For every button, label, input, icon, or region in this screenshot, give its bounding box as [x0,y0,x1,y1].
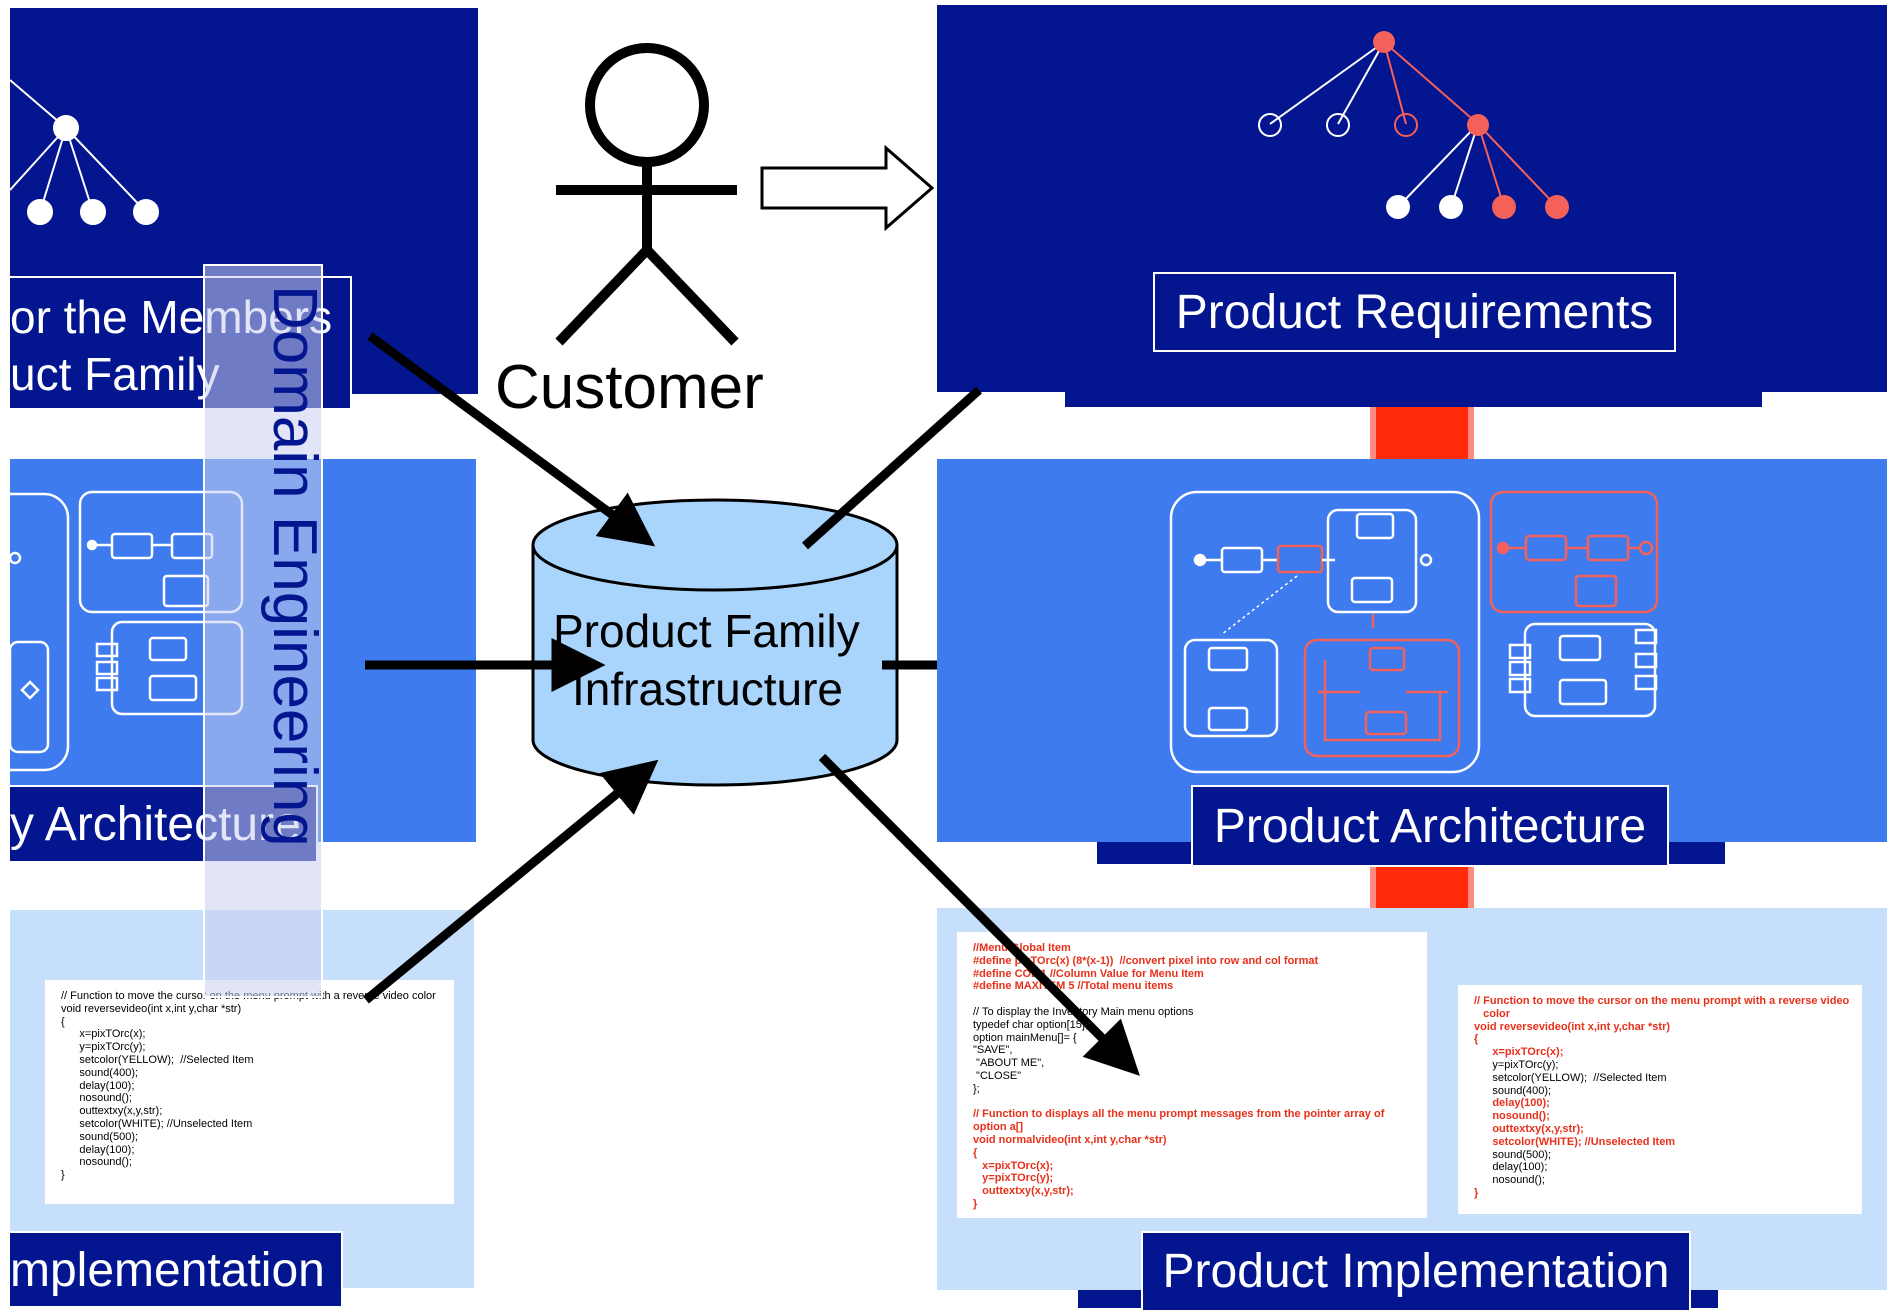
code-line: } [61,1169,65,1182]
code-line: void reversevideo(int x,int y,char *str) [61,1002,242,1015]
code-line: setcolor(WHITE); //Unselected Item [61,1117,253,1130]
code-line: x=pixTOrc(x); [973,1159,1054,1172]
code-line: // To display the Inventory Main menu op… [973,1005,1194,1018]
code-line: { [973,1146,978,1159]
code-line: outtextxy(x,y,str); [1474,1122,1584,1135]
domain-engineering-label: Domain Engineering [204,265,329,997]
code-line: setcolor(YELLOW); //Selected Item [61,1053,254,1066]
code-line: delay(100); [61,1079,135,1092]
code-line: }; [973,1082,980,1095]
code-line: x=pixTOrc(x); [61,1028,146,1041]
code-line: "SAVE", [973,1044,1013,1057]
product-implementation-label: Product Implementation [1141,1231,1691,1312]
code-line: nosound(); [1474,1174,1545,1187]
code-line: "ABOUT ME", [973,1057,1045,1070]
product-architecture-panel [937,459,1887,842]
product-architecture-drawing [1169,490,1659,774]
code-line: color [1474,1007,1511,1020]
code-line: sound(500); [1474,1148,1552,1161]
product-code-snippet-2: // Function to move the cursor on the me… [1458,985,1862,1214]
code-line: outtextxy(x,y,str); [973,1185,1074,1198]
code-line: x=pixTOrc(x); [1474,1046,1564,1059]
code-line: } [1474,1186,1479,1199]
code-line: delay(100); [61,1143,135,1156]
code-line: { [61,1015,65,1028]
code-line: sound(500); [61,1130,139,1143]
code-line: nosound(); [61,1092,132,1105]
infrastructure-label-line2: Infrastructure [572,663,843,715]
code-line: sound(400); [61,1066,139,1079]
code-line: void reversevideo(int x,int y,char *str) [1474,1020,1671,1033]
code-line: #define COL 1 //Column Value for Menu It… [973,967,1204,980]
arrow-infrastructure-to-implementation [818,753,1140,1076]
product-requirements-tree [1258,31,1569,219]
code-line: setcolor(WHITE); //Unselected Item [1474,1135,1676,1148]
black-arrows [363,332,1140,1076]
product-code-snippet-1: //Menu Global Item#define pixTOrc(x) (8*… [957,932,1427,1218]
code-line: // Function to move the cursor on the me… [1474,995,1850,1007]
arrow-domain-requirements-to-infrastructure [367,332,656,547]
requirements-shadow [1065,392,1762,407]
code-line: setcolor(YELLOW); //Selected Item [1474,1071,1667,1084]
domain-engineering-bar [203,264,323,998]
domain-implementation-label-box [10,1231,343,1308]
code-line: delay(100); [1474,1097,1550,1110]
code-line: option mainMenu[]= { [973,1031,1077,1044]
code-line: nosound(); [61,1156,132,1169]
customer-figure [555,43,739,346]
product-architecture-label: Product Architecture [1191,785,1669,867]
code-line: "CLOSE" [973,1069,1022,1082]
code-line: option a[] [973,1121,1024,1134]
code-line: delay(100); [1474,1161,1548,1174]
domain-requirements-tree [9,79,159,225]
product-requirements-label: Product Requirements [1153,272,1676,352]
code-line: nosound(); [1474,1110,1550,1123]
domain-implementation-label: mplementation [10,1244,325,1297]
code-line: { [1474,1033,1479,1046]
domain-requirements-label-line2: uct Family [10,348,220,400]
code-line: y=pixTOrc(y); [973,1172,1054,1185]
code-line: outtextxy(x,y,str); [61,1105,163,1118]
line-infrastructure-to-requirements [801,386,983,550]
domain-engineering-text: Domain Engineering [260,285,329,847]
code-line: sound(400); [1474,1084,1552,1097]
infrastructure-label-line1: Product Family [553,605,860,657]
arrow-domain-implementation-to-infrastructure [363,759,659,1004]
code-line: y=pixTOrc(y); [1474,1058,1559,1071]
code-line: y=pixTOrc(y); [61,1041,146,1054]
code-line: // Function to displays all the menu pro… [973,1108,1385,1121]
code-line: typedef char option[15]; [973,1018,1088,1031]
customer-label: Customer [495,353,764,422]
customer-to-requirements-arrow [760,144,935,232]
code-line: } [973,1197,978,1210]
code-line: void normalvideo(int x,int y,char *str) [973,1133,1167,1146]
